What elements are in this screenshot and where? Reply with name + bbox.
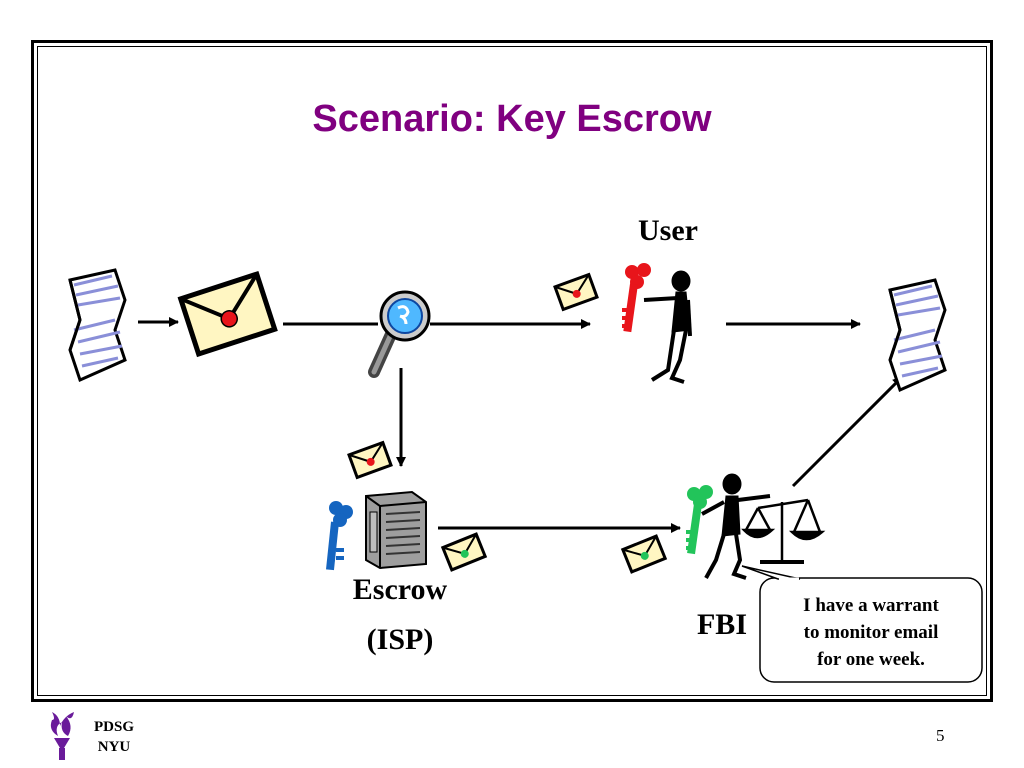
slide-frame-outer <box>31 40 993 702</box>
fbi-figure-icon <box>701 473 771 580</box>
page-number: 5 <box>936 726 945 745</box>
fbi-key-icon <box>686 485 713 555</box>
server-icon <box>365 490 427 570</box>
user-key-icon <box>622 263 651 333</box>
user-figure-icon <box>643 270 692 384</box>
scales-icon <box>741 498 826 564</box>
arrow-fbi-to-book <box>791 375 904 488</box>
envelope-escrow-icon <box>347 440 393 480</box>
escrow-label: Escrow <box>352 573 448 606</box>
envelope-fbi-icon <box>620 534 668 574</box>
slide-title: Scenario: Key Escrow <box>312 98 712 140</box>
open-book-right-icon <box>888 278 947 393</box>
footer-org: PDSG NYU <box>84 717 144 757</box>
escrow-key-icon <box>326 501 353 571</box>
callout-line-1: I have a warrant <box>803 595 939 616</box>
callout-bubble <box>741 565 983 683</box>
callout-line-3: for one week. <box>817 649 925 670</box>
sealed-envelope-icon <box>177 270 278 358</box>
magnifier-icon <box>368 290 431 378</box>
flow-arrows <box>138 317 904 533</box>
callout-text: I have a warrant to monitor email for on… <box>762 592 980 673</box>
torch-logo-icon <box>50 712 74 760</box>
isp-label: (ISP) <box>366 623 434 656</box>
user-label: User <box>638 214 698 247</box>
footer-org-line-2: NYU <box>97 739 131 755</box>
callout-line-2: to monitor email <box>803 622 939 643</box>
envelope-green-icon <box>440 532 488 572</box>
open-book-icon <box>68 268 127 383</box>
slide-frame-inner <box>37 46 987 696</box>
envelope-user-icon <box>553 272 599 312</box>
fbi-label: FBI <box>696 608 747 641</box>
footer-org-line-1: PDSG <box>93 719 134 735</box>
